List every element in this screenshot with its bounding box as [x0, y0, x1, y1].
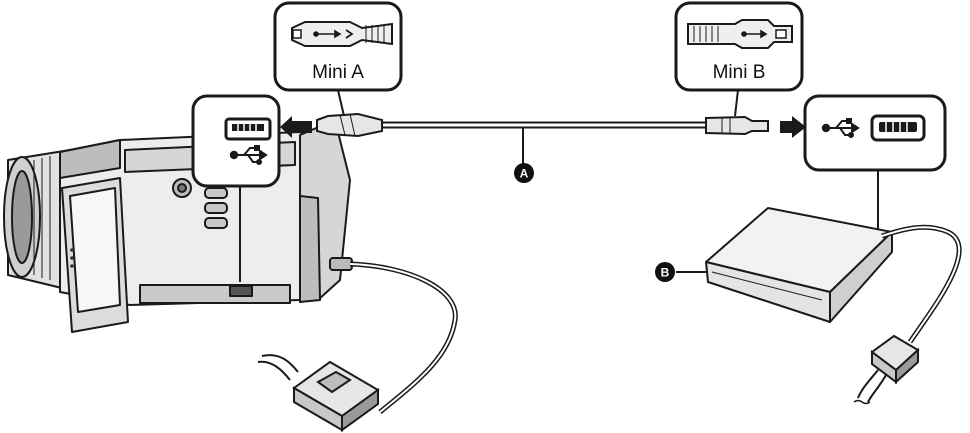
- mini-a-callout: Mini A: [273, 1, 403, 117]
- usb-connector-icon: [870, 114, 926, 142]
- usb-symbol-icon: [821, 118, 860, 138]
- usb-mini-a-plug-icon: [316, 112, 383, 138]
- mini-a-label: Mini A: [312, 62, 364, 83]
- drive-port-callout: [803, 94, 947, 232]
- usb-mini-b-plug-icon: [705, 115, 769, 136]
- cable-marker-label: A: [520, 167, 529, 181]
- drive-marker-label: B: [661, 266, 670, 280]
- camcorder: [3, 119, 353, 333]
- mini-b-callout: Mini B: [674, 1, 804, 117]
- cable-marker: A: [514, 128, 534, 183]
- usb-cable: [316, 112, 769, 138]
- drive-ac-adapter: [853, 334, 920, 405]
- external-drive: [705, 207, 893, 323]
- camera-power-cord: [257, 261, 458, 414]
- drive-power-cord: [881, 224, 962, 344]
- mini-b-label: Mini B: [713, 62, 766, 83]
- arrow-icon: [780, 116, 806, 138]
- arrow-icon: [280, 116, 312, 138]
- usb-connector-icon: [224, 117, 272, 141]
- drive-marker: B: [655, 262, 708, 282]
- camera-ac-adapter: [292, 360, 380, 432]
- camera-port-callout: [191, 94, 281, 282]
- usb-symbol-icon: [229, 145, 268, 165]
